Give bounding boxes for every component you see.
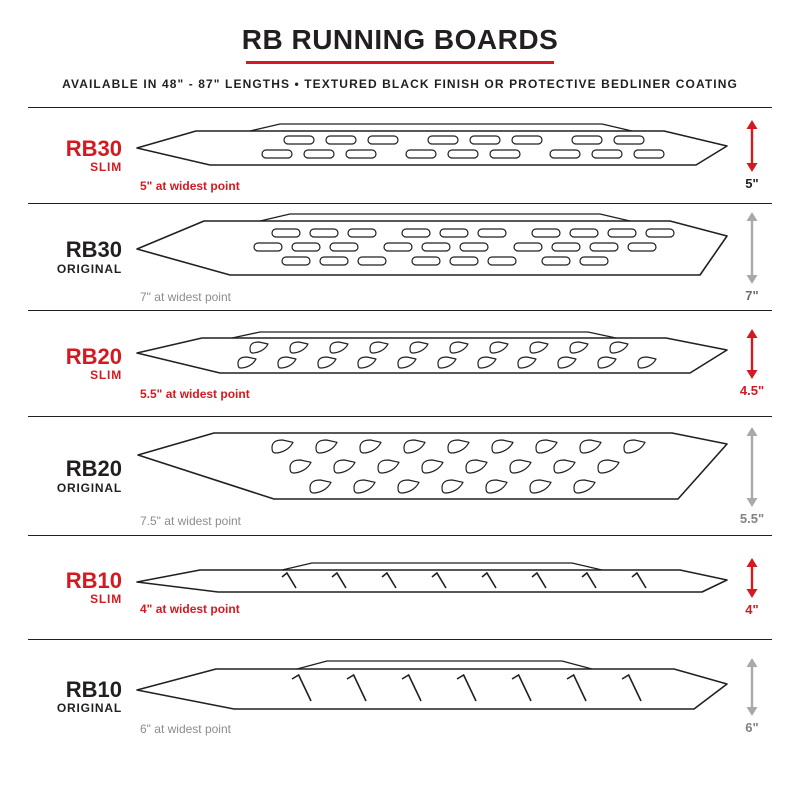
board-label: RB30 SLIM <box>28 137 132 174</box>
board-variant: ORIGINAL <box>56 480 122 495</box>
board-label: RB10 SLIM <box>28 569 132 606</box>
board-drawing-rb20-original <box>137 432 728 500</box>
height-measure: 4.5" <box>732 329 772 398</box>
board-row-rb30-slim: RB30 SLIM 5" at widest point 5" <box>28 107 772 203</box>
height-arrow-icon <box>746 120 758 172</box>
board-variant: SLIM <box>90 592 122 607</box>
board-row-rb10-original: RB10 ORIGINAL 6" at widest point 6" <box>28 639 772 753</box>
board-label: RB20 ORIGINAL <box>28 457 132 494</box>
subtitle: AVAILABLE IN 48" - 87" LENGTHS • TEXTURE… <box>62 77 738 91</box>
board-row-rb20-slim: RB20 SLIM 5.5" at widest point 4.5" <box>28 310 772 416</box>
board-row-rb10-slim: RB10 SLIM 4" at widest point 4" <box>28 535 772 639</box>
widest-point-label: 7.5" at widest point <box>140 514 241 528</box>
board-comparison-list: RB30 SLIM 5" at widest point 5" RB30 ORI… <box>28 107 772 753</box>
board-drawing-rb20-slim <box>136 330 728 374</box>
height-arrow-icon <box>746 658 758 716</box>
height-measure: 7" <box>732 211 772 303</box>
page-title: RB RUNNING BOARDS <box>241 24 559 55</box>
board-row-rb20-original: RB20 ORIGINAL 7.5" at widest point 5.5" <box>28 416 772 535</box>
board-label: RB30 ORIGINAL <box>28 238 132 275</box>
board-variant: SLIM <box>90 368 122 383</box>
board-art: 5.5" at widest point <box>132 326 732 402</box>
height-measure: 4" <box>732 558 772 617</box>
height-measure: 6" <box>732 658 772 735</box>
board-art: 7.5" at widest point <box>132 423 732 529</box>
board-model: RB30 <box>65 237 122 263</box>
height-arrow-icon <box>746 211 758 284</box>
board-art: 4" at widest point <box>132 559 732 617</box>
board-row-rb30-original: RB30 ORIGINAL 7" at widest point 7" <box>28 203 772 310</box>
board-drawing-rb10-original <box>136 659 728 710</box>
board-model: RB30 <box>65 135 122 161</box>
height-label: 5.5" <box>739 510 765 526</box>
title-underline <box>246 61 554 64</box>
height-label: 7" <box>745 287 759 303</box>
widest-point-label: 5.5" at widest point <box>140 386 250 401</box>
height-label: 4" <box>745 602 759 617</box>
board-label: RB10 ORIGINAL <box>28 678 132 715</box>
board-art: 7" at widest point <box>132 209 732 305</box>
height-label: 6" <box>745 720 759 735</box>
height-label: 4.5" <box>739 383 765 398</box>
board-drawing-rb30-slim <box>136 122 728 166</box>
height-arrow-icon <box>746 558 758 598</box>
widest-point-label: 6" at widest point <box>140 721 231 736</box>
board-label: RB20 SLIM <box>28 345 132 382</box>
widest-point-label: 4" at widest point <box>140 601 240 616</box>
height-label: 5" <box>745 176 759 191</box>
widest-point-label: 7" at widest point <box>140 290 231 304</box>
board-model: RB10 <box>65 567 122 593</box>
board-variant: SLIM <box>90 160 122 175</box>
board-art: 5" at widest point <box>132 118 732 194</box>
widest-point-label: 5" at widest point <box>140 178 240 193</box>
height-arrow-icon <box>746 426 758 507</box>
height-arrow-icon <box>746 329 758 379</box>
board-model: RB10 <box>65 676 122 702</box>
board-model: RB20 <box>65 456 122 482</box>
board-drawing-rb10-slim <box>136 561 728 593</box>
board-variant: ORIGINAL <box>56 261 122 276</box>
board-drawing-rb30-original <box>136 213 728 276</box>
header: RB RUNNING BOARDS AVAILABLE IN 48" - 87"… <box>0 0 800 91</box>
board-model: RB20 <box>65 343 122 369</box>
height-measure: 5" <box>732 120 772 191</box>
height-measure: 5.5" <box>732 426 772 526</box>
board-variant: ORIGINAL <box>56 701 122 716</box>
board-art: 6" at widest point <box>132 657 732 737</box>
